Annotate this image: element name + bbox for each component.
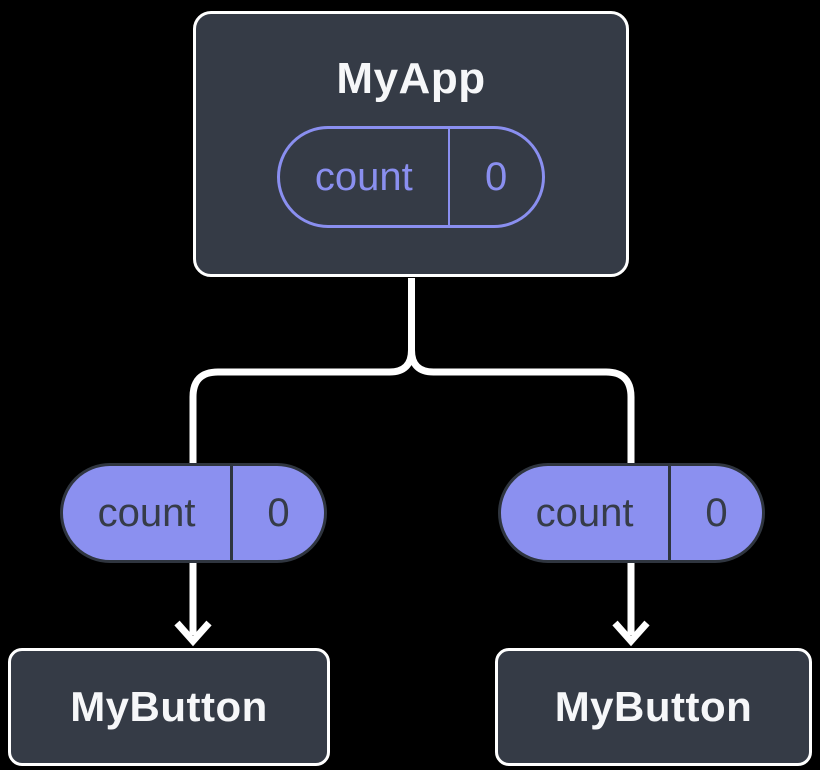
prop-pill-right: count 0 — [498, 463, 765, 563]
state-pill: count 0 — [277, 126, 545, 228]
prop-pill-left-value: 0 — [267, 490, 290, 535]
edge-right — [408, 278, 635, 635]
pill-divider — [668, 466, 672, 560]
node-mybutton-right-label: MyButton — [554, 683, 753, 730]
prop-pill-left-name: count — [97, 490, 196, 535]
node-mybutton-left-label: MyButton — [70, 683, 268, 730]
arrowhead-left-icon — [174, 620, 212, 647]
node-myapp: MyApp count 0 — [193, 11, 629, 277]
state-pill-value: 0 — [484, 154, 508, 199]
node-mybutton-right: MyButton — [495, 648, 812, 766]
node-mybutton-left: MyButton — [8, 648, 330, 766]
pill-divider — [447, 129, 451, 225]
edge-left — [189, 278, 415, 635]
arrowhead-right-icon — [612, 620, 650, 647]
state-pill-name: count — [314, 154, 413, 199]
pill-divider — [230, 466, 234, 560]
prop-pill-right-name: count — [535, 490, 634, 535]
prop-pill-right-value: 0 — [705, 490, 728, 535]
prop-pill-left: count 0 — [60, 463, 327, 563]
node-myapp-label: MyApp — [336, 54, 486, 103]
